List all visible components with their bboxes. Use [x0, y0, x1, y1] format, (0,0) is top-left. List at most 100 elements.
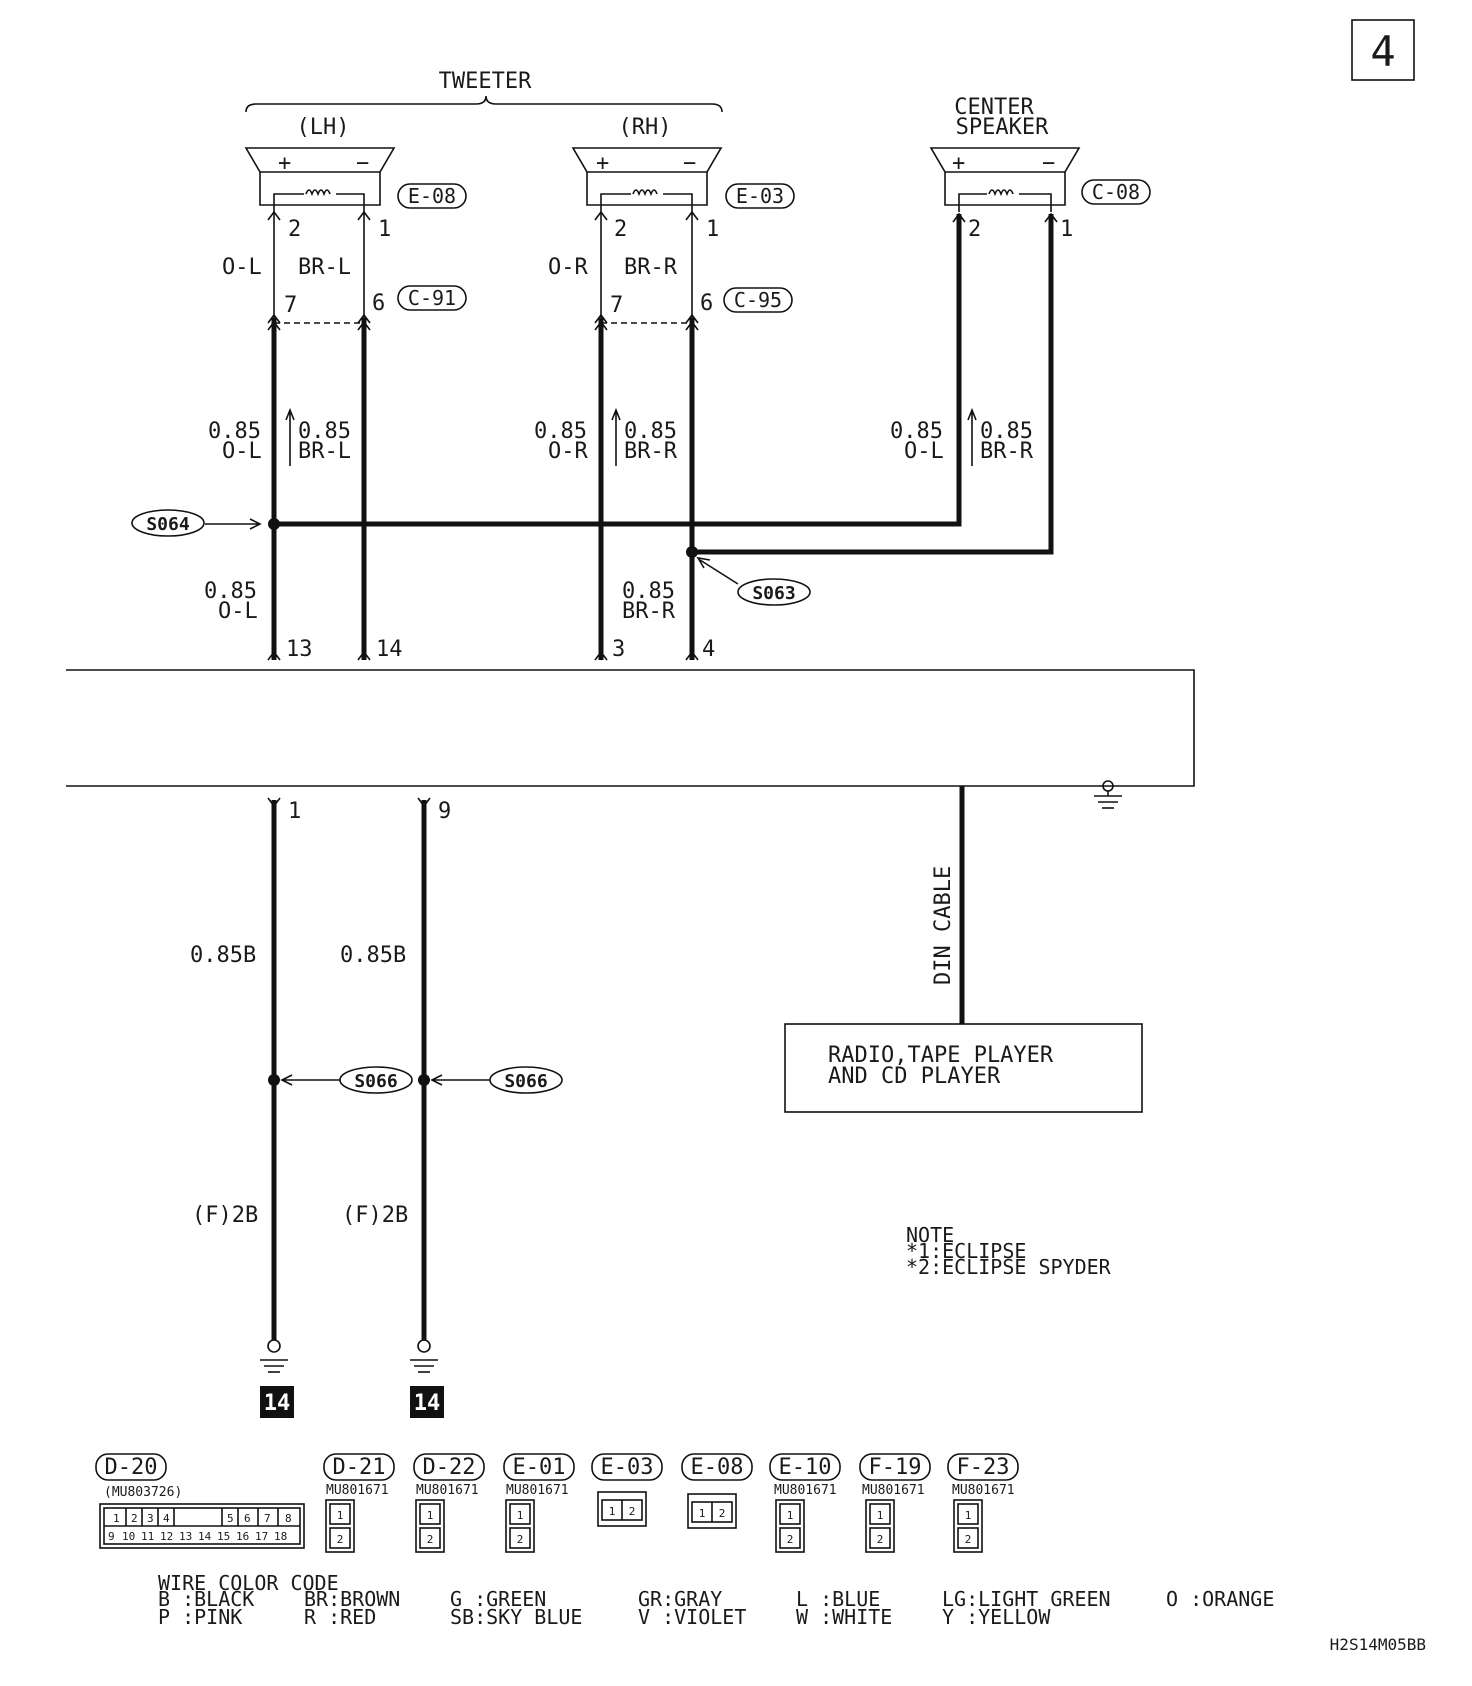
svg-text:E-03: E-03 — [736, 184, 784, 208]
lh-minus-color: BR-L — [298, 255, 351, 280]
svg-text:C-91: C-91 — [408, 286, 456, 310]
splice-s063-node — [686, 546, 698, 558]
svg-text:P :PINK: P :PINK — [158, 1605, 242, 1629]
svg-text:D-21: D-21 — [333, 1455, 386, 1480]
svg-text:O-L: O-L — [904, 439, 944, 464]
unit-pin-1: 1 — [288, 799, 301, 824]
connector-c08-tag: C-08 — [1081, 179, 1151, 205]
wire-spec-lh-bottom: 0.85 O-L — [204, 579, 258, 624]
svg-text:8: 8 — [285, 1512, 292, 1525]
c91-pin-b: 6 — [372, 291, 385, 316]
wire-spec-lh: 0.85 O-L 0.85 BR-L — [208, 407, 351, 466]
tweeter-rh-label: (RH) — [619, 115, 672, 140]
wire-spec-center: 0.85 O-L 0.85 BR-R — [890, 407, 1034, 466]
note-line1: *1:ECLIPSE — [906, 1239, 1026, 1263]
svg-text:LG:LIGHT GREEN: LG:LIGHT GREEN — [942, 1587, 1111, 1611]
connector-f19: F-19 MU801671 1 2 — [859, 1453, 931, 1553]
svg-text:2: 2 — [965, 1533, 972, 1546]
svg-text:1: 1 — [609, 1505, 616, 1518]
svg-text:D-22: D-22 — [423, 1455, 476, 1480]
ground-wire-1-code: (F)2B — [192, 1203, 258, 1228]
svg-text:MU801671: MU801671 — [952, 1483, 1015, 1498]
svg-text:2: 2 — [787, 1533, 794, 1546]
svg-text:C-08: C-08 — [1092, 180, 1140, 204]
svg-text:G :GREEN: G :GREEN — [450, 1587, 546, 1611]
svg-text:14: 14 — [264, 1391, 291, 1416]
svg-text:17: 17 — [255, 1530, 268, 1543]
svg-text:B :BLACK: B :BLACK — [158, 1587, 254, 1611]
svg-text:E-01: E-01 — [513, 1455, 566, 1480]
tweeter-brace — [245, 95, 723, 113]
page-number: 4 — [1370, 27, 1395, 76]
svg-text:1: 1 — [427, 1509, 434, 1522]
amplifier-unit-body — [66, 669, 1195, 787]
unit-pin-3: 3 — [612, 637, 625, 662]
svg-text:O-R: O-R — [548, 439, 588, 464]
connector-e03-tag: E-03 — [725, 183, 795, 209]
svg-text:1: 1 — [699, 1507, 706, 1520]
svg-text:1: 1 — [965, 1509, 972, 1522]
splice-s066-tag-b: S066 — [489, 1066, 563, 1094]
svg-text:BR-L: BR-L — [298, 439, 351, 464]
svg-text:2: 2 — [629, 1505, 636, 1518]
svg-text:E-03: E-03 — [601, 1455, 654, 1480]
svg-text:E-08: E-08 — [408, 184, 456, 208]
svg-text:O-L: O-L — [222, 439, 262, 464]
svg-text:12: 12 — [160, 1530, 173, 1543]
svg-text:E-08: E-08 — [691, 1455, 744, 1480]
svg-text:O-L: O-L — [218, 599, 258, 624]
svg-text:13: 13 — [179, 1530, 192, 1543]
ground-marker-b: 14 — [410, 1386, 444, 1418]
center-speaker-line2: SPEAKER — [956, 115, 1049, 140]
connector-e08-tag: E-08 — [397, 183, 467, 209]
wire-spec-rh-bottom: 0.85 BR-R — [622, 579, 676, 624]
svg-text:2: 2 — [131, 1512, 138, 1525]
svg-text:O :ORANGE: O :ORANGE — [1166, 1587, 1274, 1611]
connector-e01: E-01 MU801671 1 2 — [503, 1453, 575, 1553]
svg-text:0.85: 0.85 — [622, 579, 675, 604]
svg-text:S063: S063 — [752, 583, 795, 604]
splice-s063-tag: S063 — [737, 578, 811, 606]
svg-text:0.85: 0.85 — [298, 419, 351, 444]
svg-text:BR-R: BR-R — [980, 439, 1034, 464]
ground-symbol-a — [260, 1339, 288, 1373]
svg-text:F-19: F-19 — [869, 1455, 922, 1480]
ground-wire-1-size: 0.85B — [190, 943, 256, 968]
svg-text:C-95: C-95 — [734, 288, 782, 312]
note-title: NOTE — [906, 1223, 954, 1247]
svg-text:R :RED: R :RED — [304, 1605, 376, 1629]
connector-e08: E-08 1 2 — [681, 1453, 753, 1529]
splice-s066-node-a — [268, 1074, 280, 1086]
din-cable-label: DIN CABLE — [931, 866, 956, 985]
unit-pin-14: 14 — [376, 637, 403, 662]
connector-f23: F-23 MU801671 1 2 — [947, 1453, 1019, 1553]
svg-text:1: 1 — [877, 1509, 884, 1522]
svg-text:9: 9 — [108, 1530, 115, 1543]
svg-text:W :WHITE: W :WHITE — [796, 1605, 892, 1629]
svg-text:2: 2 — [719, 1507, 726, 1520]
svg-text:E-10: E-10 — [779, 1455, 832, 1480]
connector-d22: D-22 MU801671 1 2 — [413, 1453, 485, 1553]
wire-center-plus — [274, 214, 962, 527]
connector-e10: E-10 MU801671 1 2 — [769, 1453, 841, 1553]
radio-line1: RADIO,TAPE PLAYER — [828, 1043, 1054, 1068]
svg-text:MU801671: MU801671 — [506, 1483, 569, 1498]
svg-text:S064: S064 — [146, 514, 190, 535]
s064-arrow — [205, 518, 262, 530]
pin-arrow-marks — [267, 210, 1058, 808]
svg-text:15: 15 — [217, 1530, 230, 1543]
svg-text:14: 14 — [414, 1391, 441, 1416]
ground-wire-9-size: 0.85B — [340, 943, 406, 968]
svg-text:0.85: 0.85 — [980, 419, 1033, 444]
svg-text:0.85: 0.85 — [624, 419, 677, 444]
splice-s066-tag-a: S066 — [339, 1066, 413, 1094]
unit-ground-icon — [1094, 780, 1122, 809]
ground-marker-a: 14 — [260, 1386, 294, 1418]
lh-minus: − — [356, 151, 369, 176]
svg-text:14: 14 — [198, 1530, 212, 1543]
svg-text:1: 1 — [337, 1509, 344, 1522]
svg-text:5: 5 — [227, 1512, 234, 1525]
svg-text:10: 10 — [122, 1530, 135, 1543]
c95-pin-b: 6 — [700, 291, 713, 316]
connector-d21: D-21 MU801671 1 2 — [323, 1453, 395, 1553]
